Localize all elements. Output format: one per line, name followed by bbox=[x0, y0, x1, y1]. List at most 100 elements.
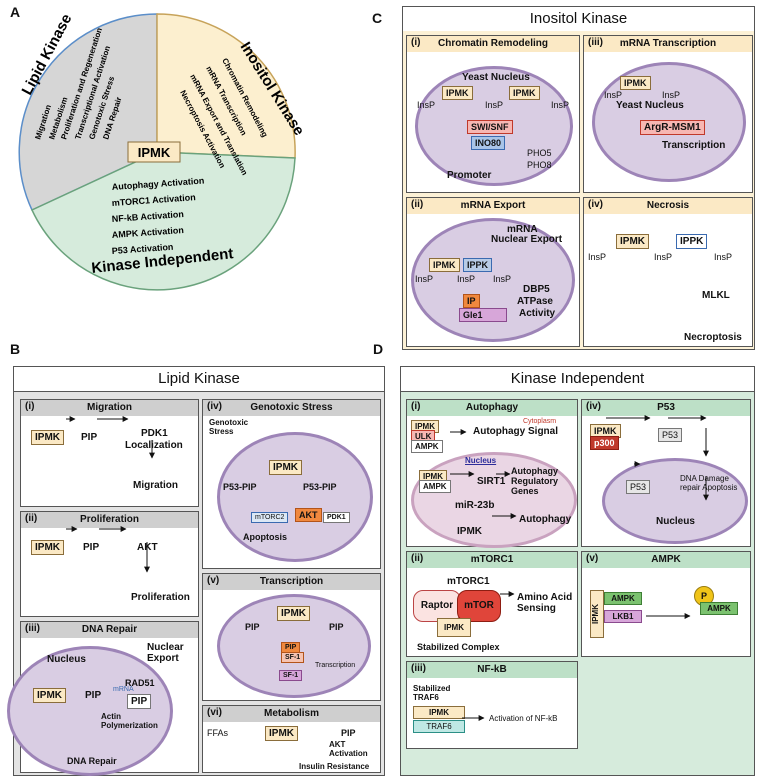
insp-a-label: InsP bbox=[604, 90, 623, 100]
mrna-export-box: mRNA Export (ii) mRNA Nuclear Export IPM… bbox=[406, 197, 580, 347]
p53-box-1: P53 bbox=[658, 428, 683, 442]
pdk1-label: PDK1 bbox=[141, 428, 168, 439]
panel-a-letter: A bbox=[10, 4, 21, 20]
insp6-label: InsP bbox=[654, 252, 673, 262]
insp8-label: InsP bbox=[714, 252, 733, 262]
p53-box-2: P53 bbox=[626, 480, 651, 494]
transcription-label: Transcription bbox=[315, 662, 356, 669]
autophagy-label: Autophagy bbox=[519, 514, 572, 525]
p53-pip3-label: P53-PIP bbox=[303, 482, 337, 492]
dna-repair-label: DNA Repair bbox=[67, 756, 117, 766]
mrna-transcription-box: mRNA Transcription (iii) IPMK InsP InsP … bbox=[583, 35, 753, 193]
pip3-label: PIP bbox=[85, 690, 102, 701]
panel-b-letter: B bbox=[10, 341, 21, 357]
panel-d-letter: D bbox=[373, 341, 384, 357]
stabilized-complex-label: Stabilized Complex bbox=[417, 642, 500, 652]
yeast-nucleus-label: Yeast Nucleus bbox=[462, 72, 530, 83]
panel-a-pie: IPMK Lipid Kinase Inositol Kinase Kinase… bbox=[18, 11, 308, 291]
genotoxic-cell bbox=[217, 432, 373, 562]
dna-repair-title: DNA Repair bbox=[21, 622, 198, 638]
panel-b-title: Lipid Kinase bbox=[14, 367, 384, 392]
panel-c-frame: Inositol Kinase Chromatin Remodeling (i)… bbox=[402, 6, 755, 350]
promoter-label: Promoter bbox=[447, 170, 492, 181]
rad51-label: RAD51 bbox=[125, 678, 155, 688]
ip6-box: IP bbox=[463, 294, 480, 308]
ipmk-box: IPMK bbox=[437, 618, 471, 637]
insp4-label: InsP bbox=[588, 252, 607, 262]
necroptosis-label: Necroptosis bbox=[684, 332, 742, 343]
insp-b-label: InsP bbox=[662, 90, 681, 100]
necrosis-num: (iv) bbox=[588, 199, 603, 210]
ipmk-box: IPMK bbox=[31, 540, 64, 555]
nfkb-title: NF-kB bbox=[407, 662, 577, 678]
ipmk-box: IPMK bbox=[620, 76, 651, 90]
atpase-label: ATPase bbox=[517, 296, 553, 307]
nucleus-label: Nucleus bbox=[656, 516, 695, 527]
ampk-box-2: AMPK bbox=[700, 602, 738, 615]
mtorc1-title: mTORC1 bbox=[407, 552, 577, 568]
inositol-segment bbox=[156, 13, 296, 159]
autophagy-box: Autophagy (i) IPMK ULK AMPK Cytoplasm Au… bbox=[406, 399, 578, 548]
nuclear-export-label: Nuclear Export bbox=[147, 642, 184, 664]
ino80-box: INO80 bbox=[471, 136, 506, 150]
ipmk-box: IPMK bbox=[277, 606, 310, 621]
dna-repair-box: DNA Repair (iii) Nucleus Nuclear Export … bbox=[7, 621, 199, 776]
migration-num: (i) bbox=[25, 401, 35, 412]
proliferation-num: (ii) bbox=[25, 513, 38, 524]
dbp5-label: DBP5 bbox=[523, 284, 550, 295]
insulin-resistance-label: Insulin Resistance bbox=[299, 762, 370, 771]
sf1-box-2: SF-1 bbox=[279, 670, 303, 681]
ipmk-box: IPMK bbox=[616, 234, 649, 249]
ampk-box-2: AMPK bbox=[419, 480, 451, 493]
nfkb-activation-label: Activation of NF-kB bbox=[489, 714, 558, 723]
necrosis-title: Necrosis bbox=[584, 198, 752, 214]
mrna-label: mRNA bbox=[113, 686, 134, 693]
localization-label: Localization bbox=[125, 440, 183, 451]
genotoxic-title: Genotoxic Stress bbox=[203, 400, 380, 416]
mtorc1-box: mTORC1 (ii) mTORC1 Raptor mTOR IPMK Amin… bbox=[406, 551, 578, 657]
ipmk-box: IPMK bbox=[269, 460, 302, 475]
independent-segment bbox=[31, 151, 296, 291]
akt-activation-label: AKT Activation bbox=[329, 740, 368, 758]
mir23b-label: miR-23b bbox=[455, 500, 495, 511]
apoptosis-label: Apoptosis bbox=[243, 532, 287, 542]
sirt1-label: SIRT1 bbox=[477, 476, 506, 487]
ippk-box: IPPK bbox=[463, 258, 493, 272]
metabolism-title: Metabolism bbox=[203, 706, 380, 722]
p53-cell bbox=[602, 458, 748, 544]
chromatin-remodeling-box: Chromatin Remodeling (i) Yeast Nucleus I… bbox=[406, 35, 580, 193]
dna-damage-label: DNA Damage repair Apoptosis bbox=[680, 474, 738, 492]
genotoxic-stress-label: Genotoxic Stress bbox=[209, 418, 249, 436]
lipid-segment bbox=[18, 13, 158, 211]
transcription-box: Transcription (v) IPMK PIP PIP PIP SF-1 … bbox=[202, 573, 381, 701]
genotoxic-num: (iv) bbox=[207, 401, 222, 412]
genotoxic-box: Genotoxic Stress (iv) Genotoxic Stress I… bbox=[202, 399, 381, 569]
nucleus-label: Nucleus bbox=[465, 456, 497, 465]
dna-repair-cell bbox=[7, 646, 173, 776]
ampk-box: AMPK (v) IPMK AMPK LKB1 P AMPK bbox=[581, 551, 751, 657]
proliferation-title: Proliferation bbox=[21, 512, 198, 528]
ampk-num: (v) bbox=[586, 553, 599, 564]
autophagy-signal-label: Autophagy Signal bbox=[473, 426, 558, 437]
ffas-label: FFAs bbox=[207, 728, 229, 738]
stabilized-traf6-label: Stabilized TRAF6 bbox=[413, 684, 451, 702]
insp4-label: InsP bbox=[417, 100, 436, 110]
ipmk-box: IPMK bbox=[429, 258, 460, 272]
nfkb-num: (iii) bbox=[411, 663, 426, 674]
insp-b-label: InsP bbox=[457, 274, 476, 284]
metabolism-num: (vi) bbox=[207, 707, 222, 718]
raptor-box: Raptor bbox=[413, 590, 461, 622]
autophagy-num: (i) bbox=[411, 401, 421, 412]
ipmk-box: IPMK bbox=[33, 688, 66, 703]
pho5-label: PHO5 bbox=[527, 148, 552, 158]
insp-c-label: InsP bbox=[493, 274, 512, 284]
pip3-label: PIP bbox=[329, 622, 344, 632]
insp6-label: InsP bbox=[551, 100, 570, 110]
proliferation-box: Proliferation (ii) IPMK PIP AKT Prolifer… bbox=[20, 511, 199, 617]
mrna-transcription-num: (iii) bbox=[588, 37, 603, 48]
ipmk-label-3: IPMK bbox=[457, 526, 482, 537]
necrosis-box: Necrosis (iv) IPMK IPPK InsP InsP InsP M… bbox=[583, 197, 753, 347]
swi-snf-box: SWI/SNF bbox=[467, 120, 513, 134]
chromatin-cell bbox=[415, 66, 573, 186]
ippk-box: IPPK bbox=[676, 234, 708, 249]
